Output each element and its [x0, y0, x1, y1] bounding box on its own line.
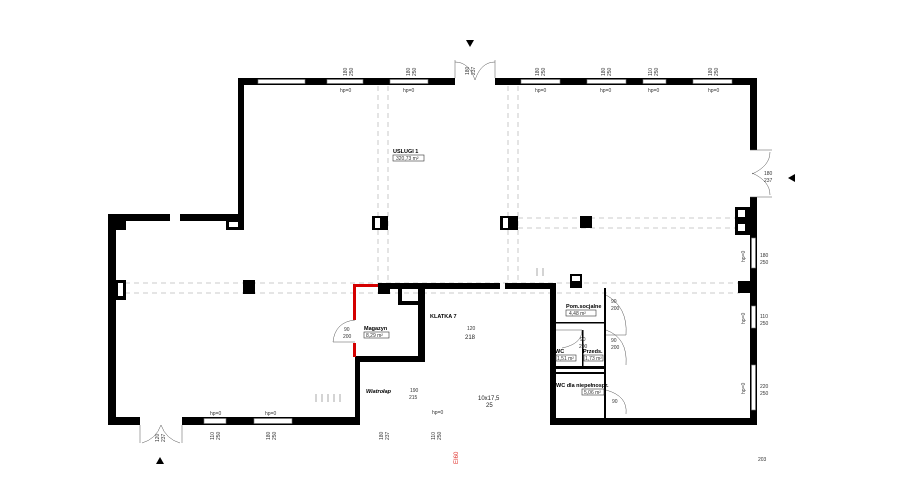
svg-text:180: 180	[601, 67, 607, 76]
room-name-klatka: KLATKA 7	[430, 314, 457, 320]
door-swings	[332, 294, 627, 415]
windows-top	[257, 60, 733, 84]
room-area-socjalne: 4,48 m²	[569, 311, 586, 317]
svg-text:250: 250	[760, 391, 769, 397]
room-area-przeds: 1,73 m²	[585, 356, 602, 362]
room-area-wc: 1,51 m²	[557, 356, 574, 362]
opening-labels-top: 180 250 hp=0 180 250 hp=0 180 237 180 25…	[340, 66, 720, 94]
svg-text:180: 180	[266, 431, 272, 440]
svg-text:250: 250	[760, 321, 769, 327]
room-area-magazyn: 8,29 m²	[366, 333, 383, 339]
opening-labels-bottom: 120 237 110 250 hp=0 180 250 hp=0 180 23…	[155, 411, 443, 442]
opening-labels-right: 180 237 180 250 hp=0 110 250 hp=0 220 25…	[741, 171, 773, 397]
svg-text:250: 250	[412, 67, 418, 76]
door-width: 90	[611, 299, 617, 305]
dimension: 120	[467, 326, 476, 332]
room-area-wc-niepelnosprawni: 5,06 m²	[584, 390, 601, 396]
dimension: 218	[465, 335, 476, 341]
svg-text:237: 237	[161, 433, 167, 442]
column	[580, 216, 592, 228]
room-name-wiatrolap: Wiatrołap	[366, 389, 392, 395]
room-name-wc-niepelnosprawni: WC dla niepełnospr.	[556, 383, 609, 389]
door-width: 90	[611, 338, 617, 344]
svg-text:110: 110	[431, 432, 437, 440]
svg-text:180: 180	[343, 67, 349, 76]
column	[243, 280, 255, 294]
magazyn-wall-highlight	[353, 284, 378, 287]
svg-text:hp=0: hp=0	[340, 88, 351, 94]
sheet-number: 203	[758, 457, 767, 463]
svg-text:180: 180	[764, 171, 773, 177]
svg-text:hp=0: hp=0	[741, 251, 747, 262]
svg-text:180: 180	[465, 66, 471, 75]
fire-rating-label: EI60	[454, 451, 460, 464]
svg-text:250: 250	[216, 431, 222, 440]
entrance-arrow-icon	[788, 174, 795, 182]
door-width: 90	[580, 337, 586, 343]
windows-bottom	[139, 418, 293, 444]
structural-grid	[116, 86, 740, 294]
svg-text:180: 180	[708, 67, 714, 76]
door-height: 200	[611, 345, 620, 351]
svg-text:120: 120	[155, 433, 161, 442]
windows-right	[750, 149, 772, 411]
dimension: 190	[410, 388, 419, 394]
room-name-uslugi: USLUGI 1	[393, 149, 418, 155]
svg-text:180: 180	[379, 431, 385, 440]
svg-text:110: 110	[210, 432, 216, 440]
svg-text:hp=0: hp=0	[708, 88, 719, 94]
svg-text:220: 220	[760, 384, 769, 390]
svg-text:250: 250	[654, 67, 660, 76]
svg-text:250: 250	[541, 67, 547, 76]
room-name-socjalne: Pom.socjalne	[566, 304, 601, 310]
column	[500, 216, 518, 230]
svg-text:180: 180	[760, 253, 769, 259]
svg-text:hp=0: hp=0	[600, 88, 611, 94]
stair-dimension: 10x17,5	[478, 396, 500, 402]
room-name-przeds: Przeds.	[583, 349, 603, 355]
stair-dimension: 25	[486, 403, 493, 409]
entrance-arrow-icon	[466, 40, 474, 47]
svg-text:hp=0: hp=0	[265, 411, 276, 417]
walls	[108, 78, 757, 425]
svg-text:180: 180	[535, 67, 541, 76]
svg-text:250: 250	[760, 260, 769, 266]
svg-text:250: 250	[607, 67, 613, 76]
svg-text:hp=0: hp=0	[403, 88, 414, 94]
door-height: 200	[343, 334, 352, 340]
svg-text:hp=0: hp=0	[648, 88, 659, 94]
svg-text:hp=0: hp=0	[535, 88, 546, 94]
svg-text:hp=0: hp=0	[741, 383, 747, 394]
door-height: 200	[579, 344, 588, 350]
entrance-arrow-icon	[156, 457, 164, 464]
room-name-wc: WC	[555, 349, 564, 355]
room-area-uslugi: 320,73 m²	[396, 156, 419, 162]
column	[378, 284, 390, 294]
door-width: 90	[344, 327, 350, 333]
room-name-magazyn: Magazyn	[364, 326, 388, 332]
dimension: 215	[409, 395, 418, 401]
sill-height: hp=0	[432, 410, 443, 416]
svg-text:237: 237	[385, 431, 391, 440]
svg-text:250: 250	[349, 67, 355, 76]
stair-arrows	[315, 268, 544, 402]
svg-text:250: 250	[714, 67, 720, 76]
column	[738, 281, 750, 293]
svg-text:180: 180	[406, 67, 412, 76]
svg-text:hp=0: hp=0	[210, 411, 221, 417]
svg-text:250: 250	[272, 431, 278, 440]
svg-text:250: 250	[437, 431, 443, 440]
svg-text:hp=0: hp=0	[741, 313, 747, 324]
svg-text:110: 110	[760, 314, 768, 320]
svg-text:110: 110	[648, 68, 654, 76]
svg-text:237: 237	[471, 66, 477, 75]
door-height: 200	[611, 306, 620, 312]
door-width: 90	[612, 399, 618, 405]
svg-text:237: 237	[764, 178, 773, 184]
